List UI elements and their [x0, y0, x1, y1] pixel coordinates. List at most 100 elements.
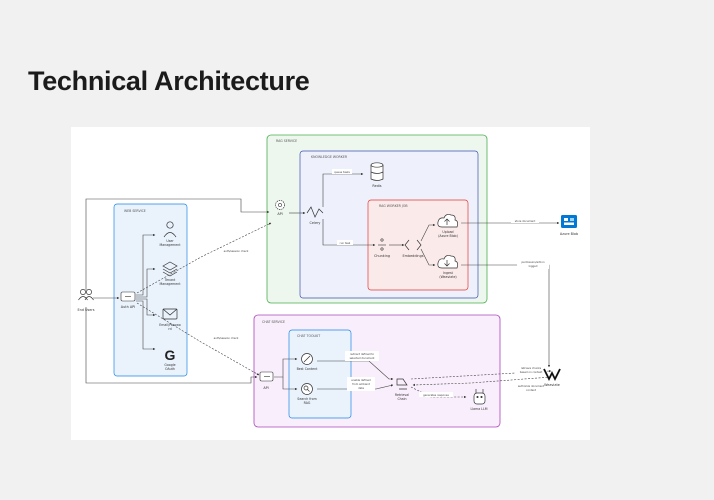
edge-redirect-document: redirect defined to selected document	[345, 351, 379, 361]
embeddings-node: Embeddings	[403, 239, 424, 258]
svg-text:run task: run task	[340, 241, 351, 245]
chain-icon	[396, 378, 408, 390]
database-icon	[370, 162, 384, 181]
llama-icon	[473, 389, 486, 405]
google-oauth-node: G Google OAuth	[164, 347, 175, 371]
split-icon	[378, 238, 386, 251]
weaviate-node: Weaviate	[543, 368, 561, 387]
svg-text:queue tasks: queue tasks	[334, 170, 350, 174]
redis-node: Redis	[370, 162, 384, 188]
svg-text:content: content	[526, 388, 536, 392]
edge-generates-response: generates response	[419, 392, 453, 397]
azure-blob-icon	[561, 215, 577, 228]
weaviate-icon	[543, 368, 561, 382]
edge-labels: queue tasks run task store document perm…	[211, 169, 549, 397]
svg-text:authorize document: authorize document	[518, 384, 544, 388]
best-content-node: Best Content	[297, 353, 318, 371]
svg-text:auth/session check: auth/session check	[214, 336, 239, 340]
user-icon	[163, 221, 177, 238]
cloud-download-icon	[437, 255, 459, 269]
tenant-management-node: Tenant Management	[160, 261, 182, 286]
edge-authorize-content: authorize document content	[515, 383, 547, 393]
svg-text:generates response: generates response	[423, 393, 449, 397]
link-icon	[301, 353, 313, 365]
azure-blob-node: Azure Blob	[560, 215, 578, 236]
svg-text:Best Content: Best Content	[297, 367, 318, 371]
edge-auth-check-rag: auth/session check	[221, 248, 251, 253]
svg-text:permission/action: permission/action	[521, 260, 544, 264]
svg-text:redirect defined to: redirect defined to	[350, 352, 374, 356]
edge-run-task: run task	[337, 240, 353, 245]
svg-text:API: API	[263, 386, 268, 390]
svg-text:Weaviate: Weaviate	[544, 383, 560, 387]
celery-icon	[306, 206, 324, 218]
chat-toolkit-group: CHAT TOOLKIT	[288, 329, 352, 419]
svg-text:Ingest: Ingest	[443, 271, 454, 275]
svg-text:Chain: Chain	[397, 397, 406, 401]
svg-text:selected document: selected document	[350, 356, 375, 360]
svg-text:logged: logged	[529, 264, 538, 268]
layers-icon	[162, 261, 178, 277]
rag-worker-label: RAG WORKER JOB	[379, 204, 408, 208]
svg-text:Azure Blob: Azure Blob	[560, 232, 578, 236]
svg-text:RAG: RAG	[304, 401, 311, 405]
web-service-group: WEB SERVICE	[113, 203, 188, 377]
search-rag-node: Search from RAG	[297, 383, 317, 405]
svg-text:store document: store document	[515, 219, 535, 223]
edge-store-document: store document	[511, 218, 539, 223]
edge-enable-ambient: enable defined from ambient data	[347, 377, 375, 391]
diagram-canvas: RAG SERVICE KNOWLEDGE WORKER RAG WORKER …	[77, 134, 578, 428]
edge-queue-tasks: queue tasks	[332, 169, 352, 174]
upload-node: Upload (Azure Blob)	[437, 214, 459, 238]
gateway-icon	[259, 371, 274, 382]
svg-text:OAuth: OAuth	[165, 367, 175, 371]
search-icon	[301, 383, 313, 395]
svg-text:auth/session check: auth/session check	[224, 249, 249, 253]
svg-text:End Users: End Users	[77, 308, 94, 312]
chunking-node: Chunking	[374, 238, 390, 258]
svg-text:Celery: Celery	[310, 221, 321, 225]
svg-text:Auth API: Auth API	[121, 305, 135, 309]
edge-auth-check-chat: auth/session check	[211, 335, 241, 340]
edge-retrieve-chunks: retrieve chunks based on context	[515, 365, 547, 375]
knowledge-worker-label: KNOWLEDGE WORKER	[311, 155, 348, 159]
email-password-node: Email/Passwo rd	[159, 308, 181, 331]
retrieval-chain-node: Retrieval Chain	[395, 378, 409, 401]
svg-text:API: API	[277, 212, 282, 216]
svg-text:data: data	[358, 386, 364, 390]
svg-text:Embeddings: Embeddings	[403, 254, 424, 258]
svg-text:(Weaviate): (Weaviate)	[439, 275, 456, 279]
svg-text:retrieve chunks: retrieve chunks	[521, 366, 542, 370]
celery-node: Celery	[306, 206, 324, 225]
web-service-label: WEB SERVICE	[124, 209, 146, 213]
end-users-node: End Users	[77, 289, 95, 312]
chat-service-label: CHAT SERVICE	[262, 320, 285, 324]
svg-text:based on context: based on context	[520, 370, 543, 374]
svg-text:(Azure Blob): (Azure Blob)	[438, 234, 458, 238]
rag-api-node: API	[275, 200, 285, 216]
user-management-node: User Management	[160, 221, 181, 247]
users-icon	[78, 289, 94, 301]
gear-icon	[275, 200, 285, 210]
cloud-upload-icon	[437, 214, 459, 228]
svg-text:Management: Management	[160, 282, 182, 286]
svg-text:rd: rd	[168, 327, 171, 331]
edge-permission-logged: permission/action logged	[517, 259, 549, 269]
svg-text:Redis: Redis	[372, 184, 381, 188]
code-brackets-icon	[404, 239, 422, 251]
svg-text:Chunking: Chunking	[374, 254, 390, 258]
svg-text:Llama LLM: Llama LLM	[471, 407, 488, 411]
chat-toolkit-label: CHAT TOOLKIT	[297, 334, 320, 338]
svg-text:Tenant: Tenant	[164, 278, 176, 282]
auth-api-node: Auth API	[120, 291, 136, 309]
svg-text:Email/Passwo: Email/Passwo	[159, 323, 181, 327]
svg-text:from ambient: from ambient	[352, 382, 370, 386]
google-icon: G	[165, 347, 176, 363]
svg-text:Retrieval: Retrieval	[395, 393, 409, 397]
envelope-icon	[162, 308, 178, 320]
ingest-node: Ingest (Weaviate)	[437, 255, 459, 279]
svg-text:enable defined: enable defined	[351, 378, 371, 382]
llama-llm-node: Llama LLM	[471, 389, 488, 411]
chat-api-node: API	[259, 371, 274, 390]
gateway-icon	[120, 291, 136, 302]
